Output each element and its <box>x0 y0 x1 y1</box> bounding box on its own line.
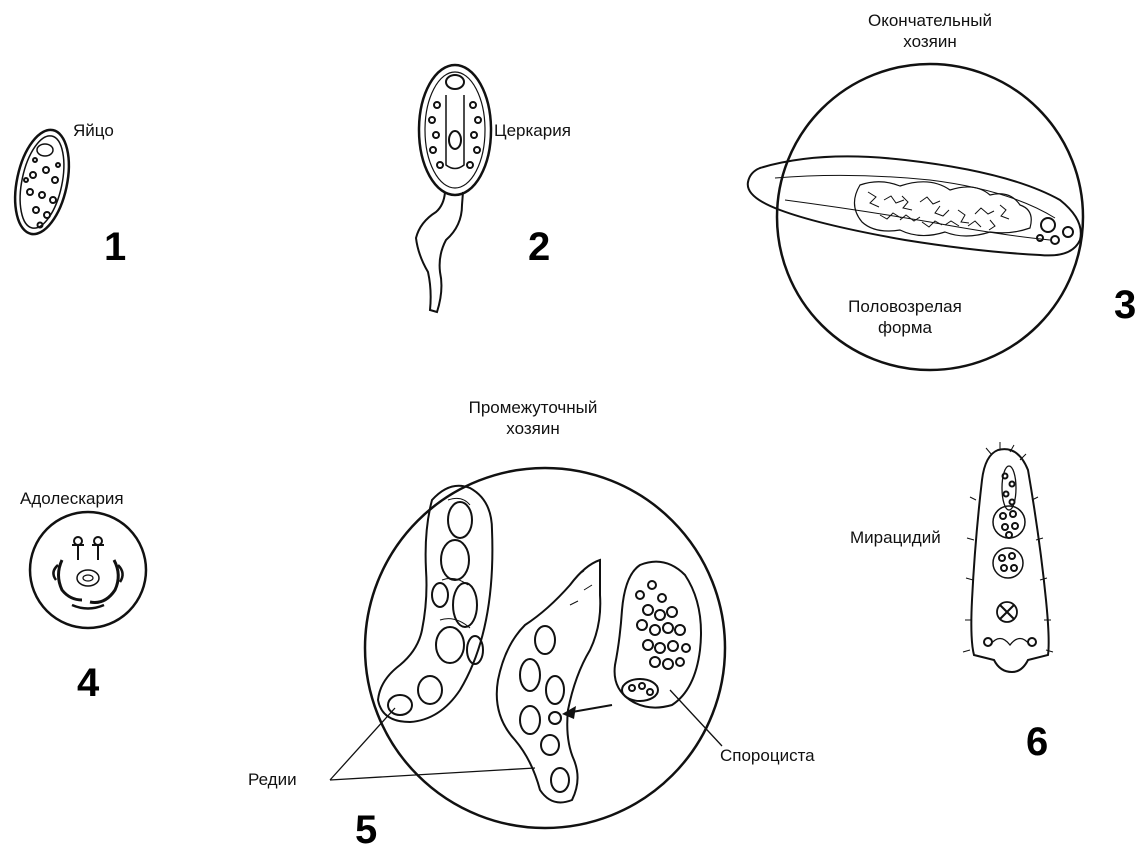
mature-fluke-drawing <box>748 156 1081 255</box>
stage-number-5: 5 <box>355 810 377 850</box>
stage-number-4: 4 <box>77 663 99 703</box>
adolescaria-drawing <box>30 512 146 628</box>
adolescaria-label: Адолескария <box>20 488 124 509</box>
cercaria-label: Церкария <box>494 120 571 141</box>
rediae-label: Редии <box>248 769 297 790</box>
sporocyst-drawing <box>615 562 701 708</box>
mature-form-label-line2: форма <box>840 317 970 338</box>
stage-number-2: 2 <box>528 227 550 267</box>
intermediate-host-circle <box>365 468 725 828</box>
redia-middle-drawing <box>497 560 601 802</box>
definitive-host-label-line1: Окончательный <box>850 10 1010 31</box>
intermediate-host-label: Промежуточный хозяин <box>448 397 618 440</box>
mature-form-label-line1: Половозрелая <box>840 296 970 317</box>
intermediate-host-label-line1: Промежуточный <box>448 397 618 418</box>
stage-number-1: 1 <box>104 227 126 267</box>
intermediate-host-label-line2: хозяин <box>448 418 618 439</box>
mature-form-label: Половозрелая форма <box>840 296 970 339</box>
cercaria-drawing <box>416 65 491 312</box>
sporocyst-label: Спороциста <box>720 745 815 766</box>
stage-number-6: 6 <box>1026 722 1048 762</box>
definitive-host-label: Окончательный хозяин <box>850 10 1010 53</box>
definitive-host-label-line2: хозяин <box>850 31 1010 52</box>
miracidium-drawing <box>963 442 1053 672</box>
stage-number-3: 3 <box>1114 285 1136 325</box>
egg-drawing <box>7 125 78 239</box>
redia-left-drawing <box>378 486 492 722</box>
egg-label: Яйцо <box>73 120 114 141</box>
miracidium-label: Мирацидий <box>850 527 941 548</box>
